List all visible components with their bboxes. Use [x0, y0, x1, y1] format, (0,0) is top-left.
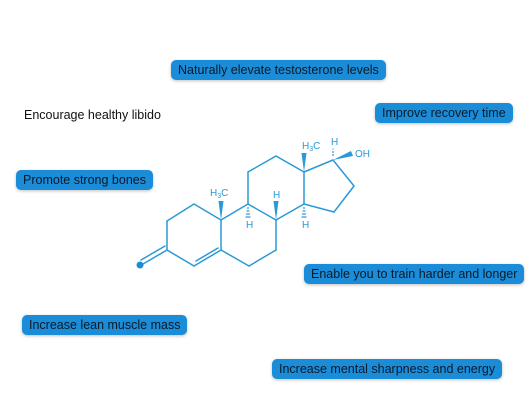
label-libido: Encourage healthy libido	[24, 108, 161, 122]
ring-d	[303, 159, 355, 213]
methyl-label-c18: H3C	[302, 141, 320, 153]
methyl-label-c19: H3C	[210, 188, 228, 200]
ring-b	[220, 203, 277, 267]
ring-c	[247, 155, 305, 221]
carbonyl-group	[136, 245, 168, 269]
label-bones: Promote strong bones	[16, 170, 153, 190]
h14-label: H	[302, 220, 309, 231]
label-recovery: Improve recovery time	[375, 103, 513, 123]
ring-a	[166, 203, 222, 267]
label-muscle: Increase lean muscle mass	[22, 315, 188, 335]
label-testosterone: Naturally elevate testosterone levels	[171, 60, 386, 80]
label-train: Enable you to train harder and longer	[304, 264, 525, 284]
hydroxyl-wedge	[333, 151, 353, 160]
oxygen-atom	[136, 261, 144, 269]
h14-hash	[301, 207, 307, 218]
h17-hash	[332, 148, 334, 156]
h9-label: H	[246, 220, 253, 231]
h9-hash	[245, 207, 251, 218]
methyl-wedge-c10	[218, 201, 224, 220]
h8-label: H	[273, 190, 280, 201]
h17-label: H	[331, 137, 338, 148]
h8-wedge	[273, 201, 279, 220]
hydroxyl-label: OH	[355, 149, 370, 160]
methyl-wedge-c13	[301, 153, 307, 172]
label-mental: Increase mental sharpness and energy	[272, 359, 503, 379]
